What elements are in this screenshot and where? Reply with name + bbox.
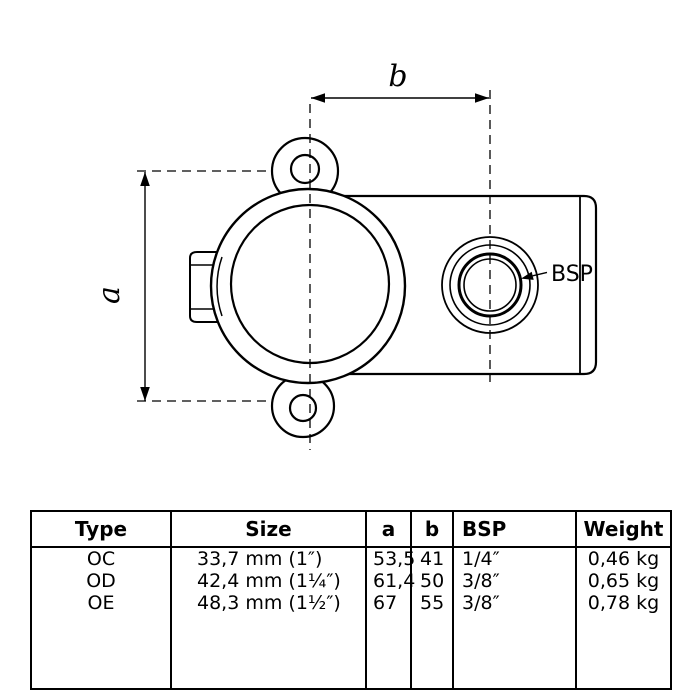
cell-weight: 0,46 kg <box>575 547 672 570</box>
cell-size: 48,3 mm (1½″) <box>170 592 367 614</box>
cell-a: 61,4 <box>365 570 415 592</box>
bsp-leader-arrow <box>521 271 534 280</box>
table-filler-row <box>30 614 672 689</box>
cell-bsp: 3/8″ <box>452 592 577 614</box>
col-header-weight: Weight <box>575 510 672 548</box>
dim-b-arrow-left <box>311 93 325 103</box>
col-header-bsp: BSP <box>452 510 577 548</box>
table-row: OD 42,4 mm (1¼″) 61,4 50 3/8″ 0,65 kg <box>30 570 672 592</box>
center-lines <box>137 90 491 450</box>
filler-cell <box>452 614 577 689</box>
spec-table-header: Type Size a b BSP Weight <box>30 510 672 548</box>
header-row: Type Size a b BSP Weight <box>30 510 672 548</box>
dimension-b: b <box>311 59 489 103</box>
col-header-b: b <box>410 510 454 548</box>
cell-b: 50 <box>410 570 454 592</box>
col-header-size: Size <box>170 510 367 548</box>
dim-a-arrow-bottom <box>140 387 150 401</box>
dim-a-arrow-top <box>140 172 150 186</box>
clamp-fitting-drawing <box>189 136 598 439</box>
spec-table-body: OC 33,7 mm (1″) 53,5 41 1/4″ 0,46 kg OD … <box>30 547 672 689</box>
cell-a: 53,5 <box>365 547 415 570</box>
cell-b: 41 <box>410 547 454 570</box>
technical-drawing: b a BSP <box>92 59 598 450</box>
top-lug-hole <box>289 153 321 185</box>
dim-b-arrow-right <box>475 93 489 103</box>
cell-bsp: 3/8″ <box>452 570 577 592</box>
col-header-type: Type <box>30 510 172 548</box>
cell-type: OD <box>30 570 172 592</box>
cell-size: 33,7 mm (1″) <box>170 547 367 570</box>
dimension-a: a <box>92 172 150 401</box>
cell-a: 67 <box>365 592 412 614</box>
col-header-a: a <box>365 510 412 548</box>
clamp-split-arc <box>216 256 223 317</box>
table-row: OE 48,3 mm (1½″) 67 55 3/8″ 0,78 kg <box>30 592 672 614</box>
cell-size: 42,4 mm (1¼″) <box>170 570 367 592</box>
filler-cell <box>30 614 172 689</box>
bottom-lug-hole <box>288 393 318 423</box>
cell-b: 55 <box>410 592 454 614</box>
spec-table: Type Size a b BSP Weight OC 33,7 mm (1″)… <box>30 510 672 690</box>
filler-cell <box>575 614 672 689</box>
filler-cell <box>365 614 412 689</box>
cell-bsp: 1/4″ <box>452 547 577 570</box>
table-row: OC 33,7 mm (1″) 53,5 41 1/4″ 0,46 kg <box>30 547 672 570</box>
dim-a-label: a <box>92 286 127 304</box>
bsp-callout: BSP <box>521 262 593 287</box>
bsp-port-label: BSP <box>551 262 593 287</box>
filler-cell <box>170 614 367 689</box>
cell-type: OE <box>30 592 172 614</box>
cell-weight: 0,78 kg <box>575 592 672 614</box>
filler-cell <box>410 614 454 689</box>
dim-b-label: b <box>388 59 407 94</box>
cell-weight: 0,65 kg <box>575 570 672 592</box>
cell-type: OC <box>30 547 172 570</box>
